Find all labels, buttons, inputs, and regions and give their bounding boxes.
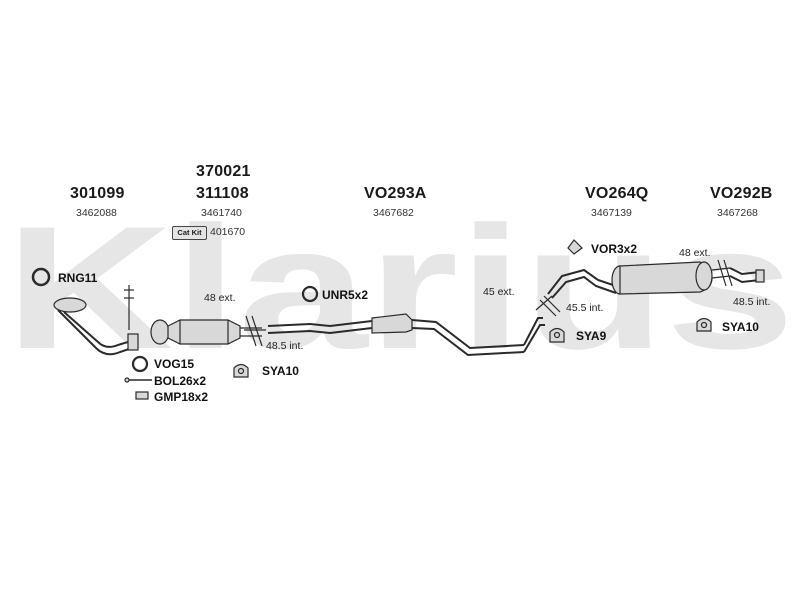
ring-gasket-icon — [31, 267, 51, 287]
label-vor: VOR3x2 — [591, 242, 638, 256]
label-gmp: GMP18x2 — [154, 390, 209, 404]
clamp-ring-icon — [301, 285, 319, 303]
front-downpipe — [53, 285, 139, 356]
ref-number-4: 3467139 — [591, 207, 632, 219]
part-number-1: 301099 — [70, 185, 125, 202]
label-rng: RNG11 — [58, 271, 98, 285]
part-number-5: VO292B — [710, 185, 773, 202]
part-number-2a: 370021 — [196, 163, 251, 180]
dim-45-5-int: 45.5 int. — [566, 302, 604, 314]
dim-45-ext: 45 ext. — [483, 286, 515, 298]
label-unr: UNR5x2 — [322, 288, 369, 302]
spring-icon — [135, 391, 149, 400]
part-number-4: VO264Q — [585, 185, 649, 202]
cat-kit-badge: Cat Kit — [172, 226, 207, 240]
centre-pipe-silencer — [267, 313, 545, 357]
ref-number-2: 3461740 — [201, 207, 242, 219]
ref-number-5: 3467268 — [717, 207, 758, 219]
label-sya9: SYA9 — [576, 329, 607, 343]
dim-48-5-int-1: 48.5 int. — [266, 340, 304, 352]
catalytic-converter — [150, 319, 262, 345]
rubber-mount-icon — [567, 239, 583, 255]
part-number-3: VO293A — [364, 185, 427, 202]
dim-48-5-int-2: 48.5 int. — [733, 296, 771, 308]
dim-48-ext-2: 48 ext. — [679, 247, 711, 259]
rear-silencer-section — [535, 259, 765, 317]
rubber-hanger-icon-1 — [233, 363, 249, 378]
ref-number-1: 3462088 — [76, 207, 117, 219]
label-vog: VOG15 — [154, 357, 195, 371]
oxygen-gasket-icon — [131, 355, 149, 373]
ref-number-3: 3467682 — [373, 207, 414, 219]
dim-48-ext-1: 48 ext. — [204, 292, 236, 304]
rubber-hanger-icon-3 — [696, 317, 712, 332]
label-bol: BOL26x2 — [154, 374, 207, 388]
label-sya10-left: SYA10 — [262, 364, 299, 378]
joint-marks-1 — [244, 315, 266, 347]
label-sya10-right: SYA10 — [722, 320, 759, 334]
rubber-hanger-icon-2 — [549, 327, 565, 343]
part-number-2b: 311108 — [196, 185, 249, 202]
cat-kit-number: 401670 — [210, 226, 246, 238]
